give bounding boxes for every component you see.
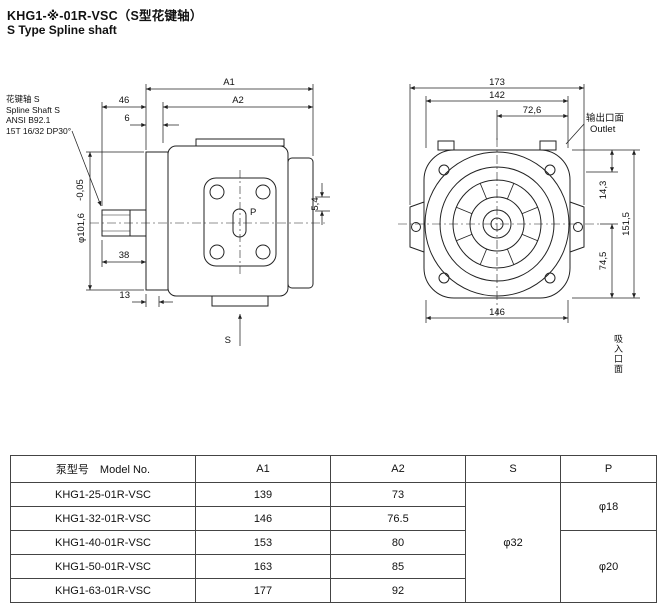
- dim-14-3-label: 14,3: [598, 181, 609, 200]
- cell-a2: 85: [330, 554, 466, 579]
- page-title: KHG1-※-01R-VSC（S型花键轴）: [7, 9, 203, 23]
- cell-a1: 146: [195, 506, 331, 531]
- dim-72-6-label: 72,6: [523, 105, 542, 116]
- outlet-label-cn: 输出口面: [586, 112, 624, 124]
- table-row: KHG1-25-01R-VSC 139 73 φ32 φ18: [10, 482, 657, 603]
- col-header-p: P: [560, 455, 657, 483]
- table-row: KHG1-32-01R-VSC 146 76.5: [10, 506, 657, 531]
- inlet-label-cn: 吸入口面: [613, 334, 623, 374]
- pump-side-view-outline: [90, 138, 326, 307]
- dim-a2-label: A2: [232, 95, 244, 106]
- outlet-label-en: Outlet: [590, 124, 616, 135]
- col-header-model: 泵型号 Model No.: [10, 455, 196, 483]
- drawings-svg: A1 46 A2 6 38 13 φ101,6 -0,05 5,4 P S: [71, 77, 640, 346]
- dim-13-label: 13: [119, 290, 130, 301]
- col-header-s: S: [465, 455, 561, 483]
- dim-74-5-label: 74,5: [598, 252, 609, 271]
- cell-a2: 80: [330, 530, 466, 555]
- port-p-label: P: [250, 207, 256, 218]
- model-spec-table: 泵型号 Model No. A1 A2 S P KHG1-25-01R-VSC …: [10, 455, 657, 603]
- dim-173-label: 173: [489, 77, 505, 88]
- cell-model: KHG1-25-01R-VSC: [10, 482, 196, 507]
- cell-model: KHG1-50-01R-VSC: [10, 554, 196, 579]
- front-view-dimension-labels: 173 142 72,6 输出口面 Outlet 14,3 151,5 74,5…: [489, 77, 632, 318]
- spline-note-line4: 15T 16/32 DP30°: [6, 125, 72, 136]
- table-header-row: 泵型号 Model No. A1 A2 S P: [10, 455, 657, 483]
- cell-p-top: φ18: [560, 482, 657, 531]
- cell-a2: 73: [330, 482, 466, 507]
- cell-model: KHG1-40-01R-VSC: [10, 530, 196, 555]
- spline-note-line2: Spline Shaft S: [6, 104, 60, 115]
- cell-a2: 76.5: [330, 506, 466, 531]
- dim-5-4-label: 5,4: [310, 197, 321, 210]
- spline-note-line1: 花键轴 S: [6, 94, 40, 104]
- suction-s-label: S: [225, 335, 231, 346]
- dim-151-5-label: 151,5: [621, 212, 632, 236]
- dim-142-label: 142: [489, 90, 505, 101]
- col-header-a1: A1: [195, 455, 331, 483]
- dim-phi101-tolerance: -0,05: [75, 179, 86, 201]
- cell-p-bottom: φ20: [560, 530, 657, 603]
- page-subtitle: S Type Spline shaft: [7, 23, 117, 37]
- front-view-dimension-lines: [409, 84, 640, 323]
- cell-a1: 177: [195, 578, 331, 603]
- table-row: KHG1-40-01R-VSC 153 80 φ20: [10, 530, 657, 603]
- side-view-dimension-labels: A1 46 A2 6 38 13 φ101,6 -0,05 5,4 P S: [75, 77, 321, 346]
- dim-a1-label: A1: [223, 77, 235, 88]
- dim-6-label: 6: [124, 113, 129, 124]
- col-header-a2: A2: [330, 455, 466, 483]
- cell-a1: 163: [195, 554, 331, 579]
- cell-a1: 139: [195, 482, 331, 507]
- spline-note-line3: ANSI B92.1: [6, 115, 51, 126]
- table-row: KHG1-50-01R-VSC 163 85: [10, 554, 657, 579]
- cell-s-shared: φ32: [465, 482, 561, 603]
- dim-38-label: 38: [119, 250, 130, 261]
- cell-model: KHG1-32-01R-VSC: [10, 506, 196, 531]
- technical-drawings: A1 46 A2 6 38 13 φ101,6 -0,05 5,4 P S: [6, 77, 640, 374]
- spline-note-block: 花键轴 S Spline Shaft S ANSI B92.1 15T 16/3…: [6, 94, 71, 137]
- cell-a2: 92: [330, 578, 466, 603]
- cell-a1: 153: [195, 530, 331, 555]
- pump-front-view-outline: [398, 138, 600, 316]
- dim-phi101-label: φ101,6: [76, 213, 87, 243]
- side-view-dimension-lines: [71, 84, 330, 346]
- dim-46-label: 46: [119, 95, 130, 106]
- dim-146-label: 146: [489, 307, 505, 318]
- table-row: KHG1-63-01R-VSC 177 92: [10, 578, 657, 603]
- cell-model: KHG1-63-01R-VSC: [10, 578, 196, 603]
